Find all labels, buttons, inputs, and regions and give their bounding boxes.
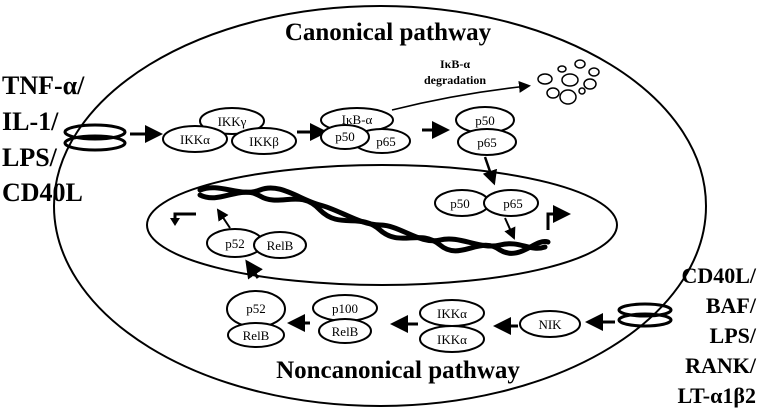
arrow-into-nucleus [482,156,497,186]
arrow-p52-to-dna [216,208,231,229]
stimulus-baf: BAF/ [706,293,757,318]
left-stimuli: TNF-α/ IL-1/ LPS/ CD40L [2,71,85,207]
stimulus-il1: IL-1/ [2,107,59,136]
stimulus-rank: RANK/ [685,353,757,378]
nik: NIK [519,310,581,338]
p50-label-free: p50 [475,113,495,128]
ikk-beta-label: IKKβ [249,134,279,149]
nik-label: NIK [538,317,562,332]
stimulus-tnf: TNF-α/ [2,71,85,100]
degradation-label-line1: IκB-α [440,57,470,71]
p50-label-nuclear: p50 [450,196,470,211]
p65-label-nuclear: p65 [503,196,523,211]
ikb-complex: IκB-α p50 p65 [320,107,411,154]
dna-helix-icon [197,185,551,256]
stimulus-cd40l: CD40L [2,178,83,207]
free-p50-p65: p50 p65 [455,106,517,156]
cell-membrane [53,5,707,407]
cytoplasm-p52-relb: p52 RelB [226,290,286,348]
p100-relb: p100 RelB [312,294,378,344]
receptor-icon-right [617,302,673,328]
stimulus-lps: LPS/ [2,143,58,172]
stimulus-lps-right: LPS/ [710,323,757,348]
p52-label-cytoplasm: p52 [246,301,266,316]
relb-label-nuclear: RelB [267,238,294,253]
relb-label-p100: RelB [332,324,359,339]
stimulus-lt: LT-α1β2 [677,383,756,408]
transcription-start-arrow-icon-right [546,205,571,230]
arrow-p52-into-nucleus [245,259,263,280]
p100-label: p100 [332,301,358,316]
ikk-alpha-label: IKKα [180,132,210,147]
stimulus-cd40l-right: CD40L/ [681,263,756,288]
nuclear-p52-relb: p52 RelB [206,228,307,259]
relb-label-cytoplasm: RelB [243,328,270,343]
nuclear-p50-p65: p50 p65 [434,189,539,217]
degradation-label-line2: degradation [424,73,486,87]
p65-label-free: p65 [477,135,497,150]
p65-label-complex: p65 [376,134,396,149]
ikb-alpha-label: IκB-α [342,112,373,127]
nucleus [146,164,618,286]
ikka-label-bottom: IKKα [437,332,467,347]
right-stimuli: CD40L/ BAF/ LPS/ RANK/ LT-α1β2 [677,263,756,408]
receptor-icon [63,123,127,152]
ikk-gamma-label: IKKγ [218,114,247,129]
p52-label-nuclear: p52 [225,236,245,251]
ikka-label-top: IKKα [437,306,467,321]
ikka-dimer: IKKα IKKα [419,299,485,353]
arrow-p65-to-dna [504,217,516,240]
ikk-complex: IKKγ IKKα IKKβ [162,107,297,155]
noncanonical-title: Noncanonical pathway [276,357,520,384]
arrow-to-degradation [391,80,531,111]
canonical-title: Canonical pathway [285,19,492,46]
transcription-start-arrow-icon-left-head [170,218,180,226]
degradation-fragments-icon [537,59,600,105]
p50-label-complex: p50 [335,129,355,144]
